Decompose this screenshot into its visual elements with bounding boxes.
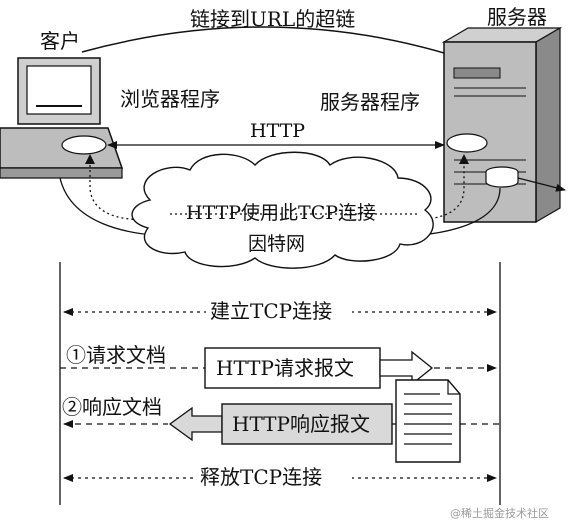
watermark: @稀土掘金技术社区 <box>450 506 549 520</box>
browser-program-label: 浏览器程序 <box>120 87 220 111</box>
server-tower-icon <box>441 26 566 224</box>
hyperlink-arrow <box>81 26 491 69</box>
server-label: 服务器 <box>487 5 547 29</box>
establish-tcp-arrow <box>63 298 497 324</box>
server-program-label: 服务器程序 <box>320 90 420 114</box>
http-uses-tcp-label: HTTP使用此TCP连接 <box>186 202 376 224</box>
client-label: 客户 <box>40 29 80 53</box>
http-request-label: HTTP请求报文 <box>216 356 354 380</box>
hyperlink-label: 链接到URL的超链 <box>190 7 355 31</box>
http-response-box <box>168 403 393 445</box>
establish-tcp-label: 建立TCP连接 <box>210 299 332 323</box>
desktop-computer-icon <box>0 57 124 179</box>
response-doc-label: ②响应文档 <box>62 395 162 419</box>
internet-label: 因特网 <box>248 233 305 255</box>
request-doc-label: ①请求文档 <box>66 343 166 367</box>
http-request-box <box>204 347 434 389</box>
timeline-lines <box>59 262 501 505</box>
release-tcp-label: 释放TCP连接 <box>200 465 322 489</box>
http-response-label: HTTP响应报文 <box>232 412 370 436</box>
http-label: HTTP <box>250 120 305 142</box>
cloud-icon <box>131 151 434 269</box>
document-icon <box>395 379 461 463</box>
release-tcp-arrow <box>63 464 497 490</box>
